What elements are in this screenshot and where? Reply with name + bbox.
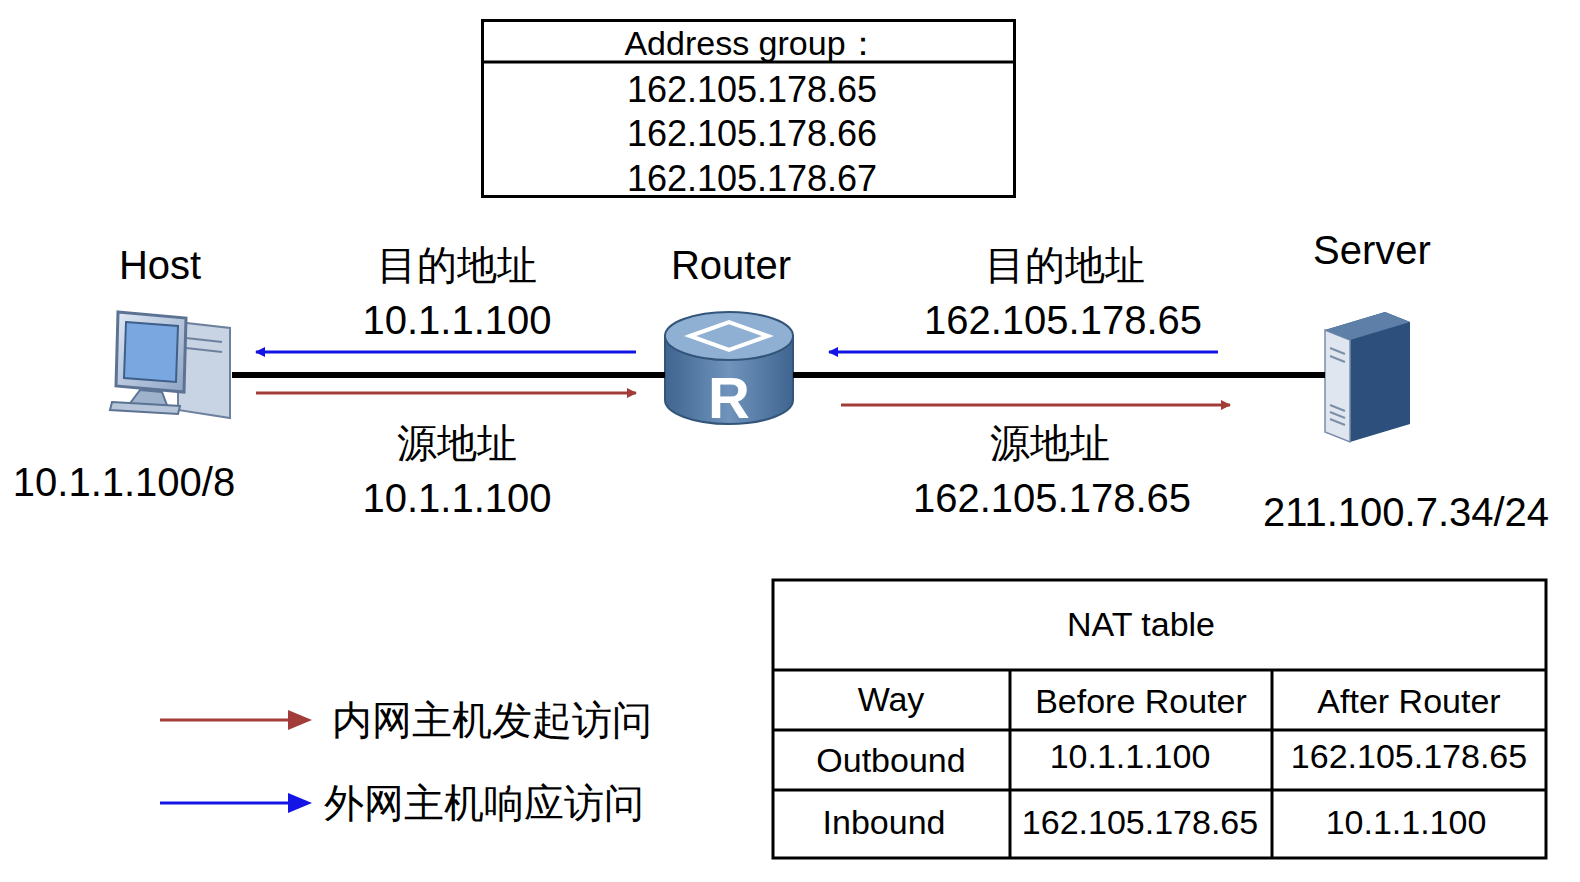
free-label: 目的地址 xyxy=(377,243,537,287)
free-label: 10.1.1.100 xyxy=(362,476,551,520)
nat-table-title: NAT table xyxy=(773,580,1546,670)
legend-text: 内网主机发起访问 xyxy=(332,698,652,742)
legend-swatch xyxy=(160,793,312,813)
free-label: Way xyxy=(858,681,925,718)
node-text: 162.105.178.66 xyxy=(627,114,877,154)
router-node: Router xyxy=(665,312,793,428)
node-text: 211.100.7.34/24 xyxy=(1263,490,1549,534)
node-label: Server xyxy=(1313,228,1431,272)
node-text: 162.105.178.65 xyxy=(627,70,877,110)
free-label: After Router xyxy=(1317,683,1500,720)
host-node: Host10.1.1.100/8 xyxy=(110,308,232,422)
node-text: 10.1.1.100/8 xyxy=(13,460,235,504)
server-node: Server211.100.7.34/24 xyxy=(1325,310,1410,442)
node-label: Router xyxy=(671,243,791,287)
node-text: 162.105.178.67 xyxy=(627,159,877,199)
free-label: 162.105.178.65 xyxy=(924,298,1202,342)
node-label: Address group： xyxy=(624,25,879,62)
free-label: 目的地址 xyxy=(985,243,1145,287)
svg-text:R: R xyxy=(708,365,750,430)
link-line xyxy=(232,372,665,378)
pc-icon xyxy=(110,312,230,418)
legend-text: 外网主机响应访问 xyxy=(324,781,644,825)
table-grid xyxy=(773,580,1546,858)
free-label: 162.105.178.65 xyxy=(1291,738,1527,775)
node-label: Host xyxy=(119,243,201,287)
server-icon xyxy=(1325,312,1410,442)
free-label: 162.105.178.65 xyxy=(1022,804,1258,841)
free-label: 10.1.1.100 xyxy=(1326,804,1487,841)
address-group-box: Address group：162.105.178.65162.105.178.… xyxy=(481,19,1016,198)
legend-swatch xyxy=(160,710,312,730)
free-label: 162.105.178.65 xyxy=(913,476,1191,520)
free-label: Before Router xyxy=(1035,683,1247,720)
node-label: NAT table xyxy=(1067,606,1215,643)
free-label: 源地址 xyxy=(990,421,1110,465)
router-icon: R xyxy=(665,312,793,430)
free-label: Inbound xyxy=(823,804,946,841)
free-label: 10.1.1.100 xyxy=(1050,738,1211,775)
free-label: 10.1.1.100 xyxy=(362,298,551,342)
free-label: 源地址 xyxy=(397,421,517,465)
free-label: Outbound xyxy=(816,742,965,779)
link-line xyxy=(793,372,1325,378)
